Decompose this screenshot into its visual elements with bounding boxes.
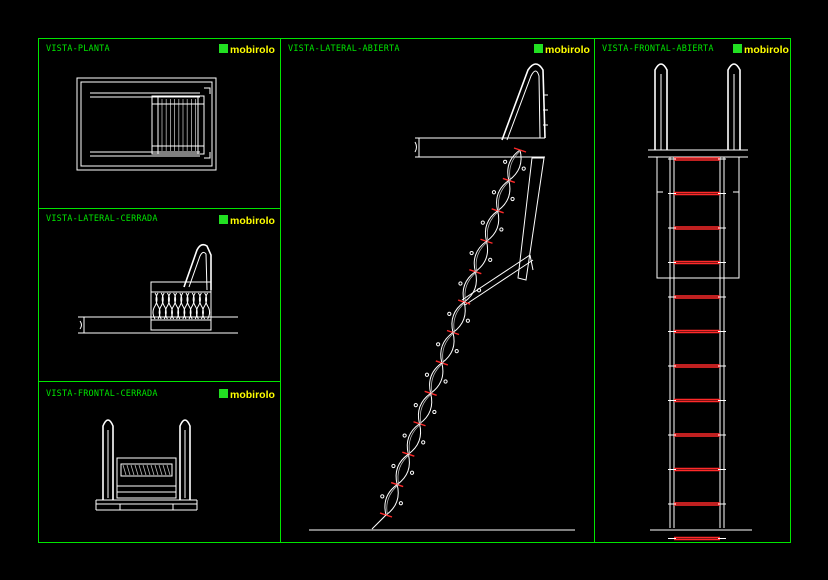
logo-mark-icon: [733, 44, 742, 53]
logo-mark-icon: [219, 44, 228, 53]
drawing-vista-frontal-cerrada: [95, 419, 198, 511]
logo-mark-icon: [219, 389, 228, 398]
logo-lateral-cerrada: mobirolo: [219, 215, 275, 227]
drawing-vista-lateral-abierta: [309, 63, 575, 531]
logo-text: mobirolo: [744, 44, 789, 56]
logo-mark-icon: [534, 44, 543, 53]
title-vista-frontal-abierta: VISTA-FRONTAL-ABIERTA: [602, 44, 714, 54]
sheet-border: [38, 38, 791, 543]
logo-text: mobirolo: [230, 215, 275, 227]
title-vista-lateral-cerrada: VISTA-LATERAL-CERRADA: [46, 214, 158, 224]
logo-text: mobirolo: [545, 44, 590, 56]
logo-planta: mobirolo: [219, 44, 275, 56]
logo-lateral-abierta: mobirolo: [534, 44, 590, 56]
drawing-vista-planta: [76, 77, 217, 171]
title-vista-planta: VISTA-PLANTA: [46, 44, 110, 54]
title-vista-frontal-cerrada: VISTA-FRONTAL-CERRADA: [46, 389, 158, 399]
logo-mark-icon: [219, 215, 228, 224]
title-vista-lateral-abierta: VISTA-LATERAL-ABIERTA: [288, 44, 400, 54]
sheet-frames: [38, 38, 791, 543]
drawing-vista-lateral-cerrada: [78, 243, 238, 334]
logo-text: mobirolo: [230, 44, 275, 56]
drawing-vista-frontal-abierta: [648, 63, 752, 541]
logo-frontal-abierta: mobirolo: [733, 44, 789, 56]
logo-frontal-cerrada: mobirolo: [219, 389, 275, 401]
logo-text: mobirolo: [230, 389, 275, 401]
